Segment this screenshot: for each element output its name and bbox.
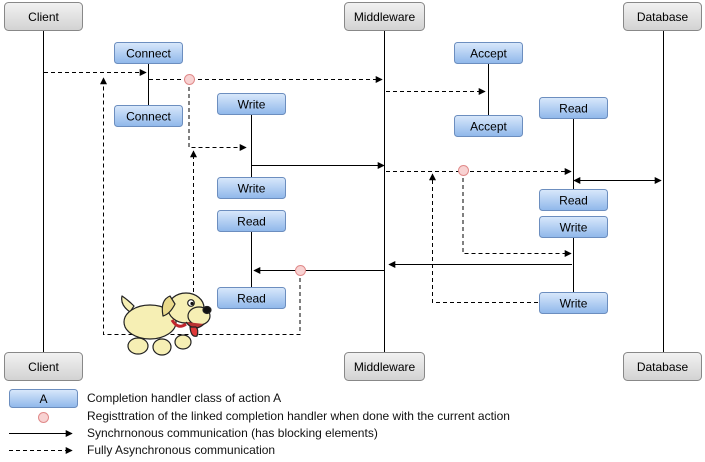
read-handler: Read <box>217 210 286 232</box>
svg-text:Write: Write <box>560 221 588 235</box>
client-header-bottom: Client <box>4 352 83 381</box>
legend-registration-circle <box>38 412 49 423</box>
database-title-bottom: Database <box>637 360 689 374</box>
registration-circle <box>458 165 469 176</box>
connect-handler: Connect <box>114 105 183 127</box>
middleware-header-top: Middleware <box>344 2 425 31</box>
activation-lines <box>148 64 574 292</box>
legend-handler-sample: A <box>9 389 78 408</box>
svg-text:Write: Write <box>560 297 588 311</box>
middleware-title-bottom: Middleware <box>354 360 416 374</box>
async-arrow <box>429 173 538 303</box>
read-handler: Read <box>539 189 608 211</box>
write-handler: Write <box>217 177 286 199</box>
svg-text:Accept: Accept <box>470 120 507 134</box>
connect-handler: Connect <box>114 42 183 64</box>
database-header-bottom: Database <box>623 352 702 381</box>
svg-text:Read: Read <box>559 194 588 208</box>
registration-circle <box>184 74 195 85</box>
async-arrow <box>188 80 247 151</box>
middleware-title: Middleware <box>354 10 416 24</box>
read-handler: Read <box>539 97 608 119</box>
client-title: Client <box>28 10 59 24</box>
middleware-header-bottom: Middleware <box>344 352 425 381</box>
write-handler: Write <box>217 93 286 115</box>
handler-boxes: Connect Connect Accept Accept Write Writ… <box>114 42 608 314</box>
accept-handler: Accept <box>454 115 523 137</box>
dog-mascot-icon <box>121 292 212 356</box>
svg-text:Read: Read <box>237 215 266 229</box>
svg-text:Connect: Connect <box>126 110 171 124</box>
accept-handler: Accept <box>454 42 523 64</box>
legend-sync-label: Synchrnonous communication (has blocking… <box>87 426 378 440</box>
sync-arrows <box>252 162 662 274</box>
svg-text:Read: Read <box>559 102 588 116</box>
legend: A Completion handler class of action A R… <box>9 389 510 457</box>
read-handler: Read <box>217 287 286 309</box>
registration-circle <box>295 265 306 276</box>
participant-headers: Client Middleware Database Client Middle… <box>4 2 702 381</box>
legend-completion-handler-label: Completion handler class of action A <box>87 391 281 405</box>
client-title-bottom: Client <box>28 360 59 374</box>
svg-text:Write: Write <box>238 182 266 196</box>
async-arrow <box>100 77 301 335</box>
write-handler: Write <box>539 216 608 238</box>
client-header-top: Client <box>4 2 83 31</box>
lifelines <box>43 31 664 352</box>
svg-text:Write: Write <box>238 98 266 112</box>
async-arrow <box>462 171 572 257</box>
database-title: Database <box>637 10 689 24</box>
legend-registration-label: Registtration of the linked completion h… <box>87 409 510 423</box>
write-handler: Write <box>539 292 608 314</box>
legend-sample-letter: A <box>39 392 47 406</box>
svg-text:Read: Read <box>237 292 266 306</box>
svg-text:Accept: Accept <box>470 47 507 61</box>
svg-text:Connect: Connect <box>126 47 171 61</box>
legend-async-label: Fully Asynchronous communication <box>87 443 275 457</box>
database-header-top: Database <box>623 2 702 31</box>
registration-markers <box>184 74 469 276</box>
